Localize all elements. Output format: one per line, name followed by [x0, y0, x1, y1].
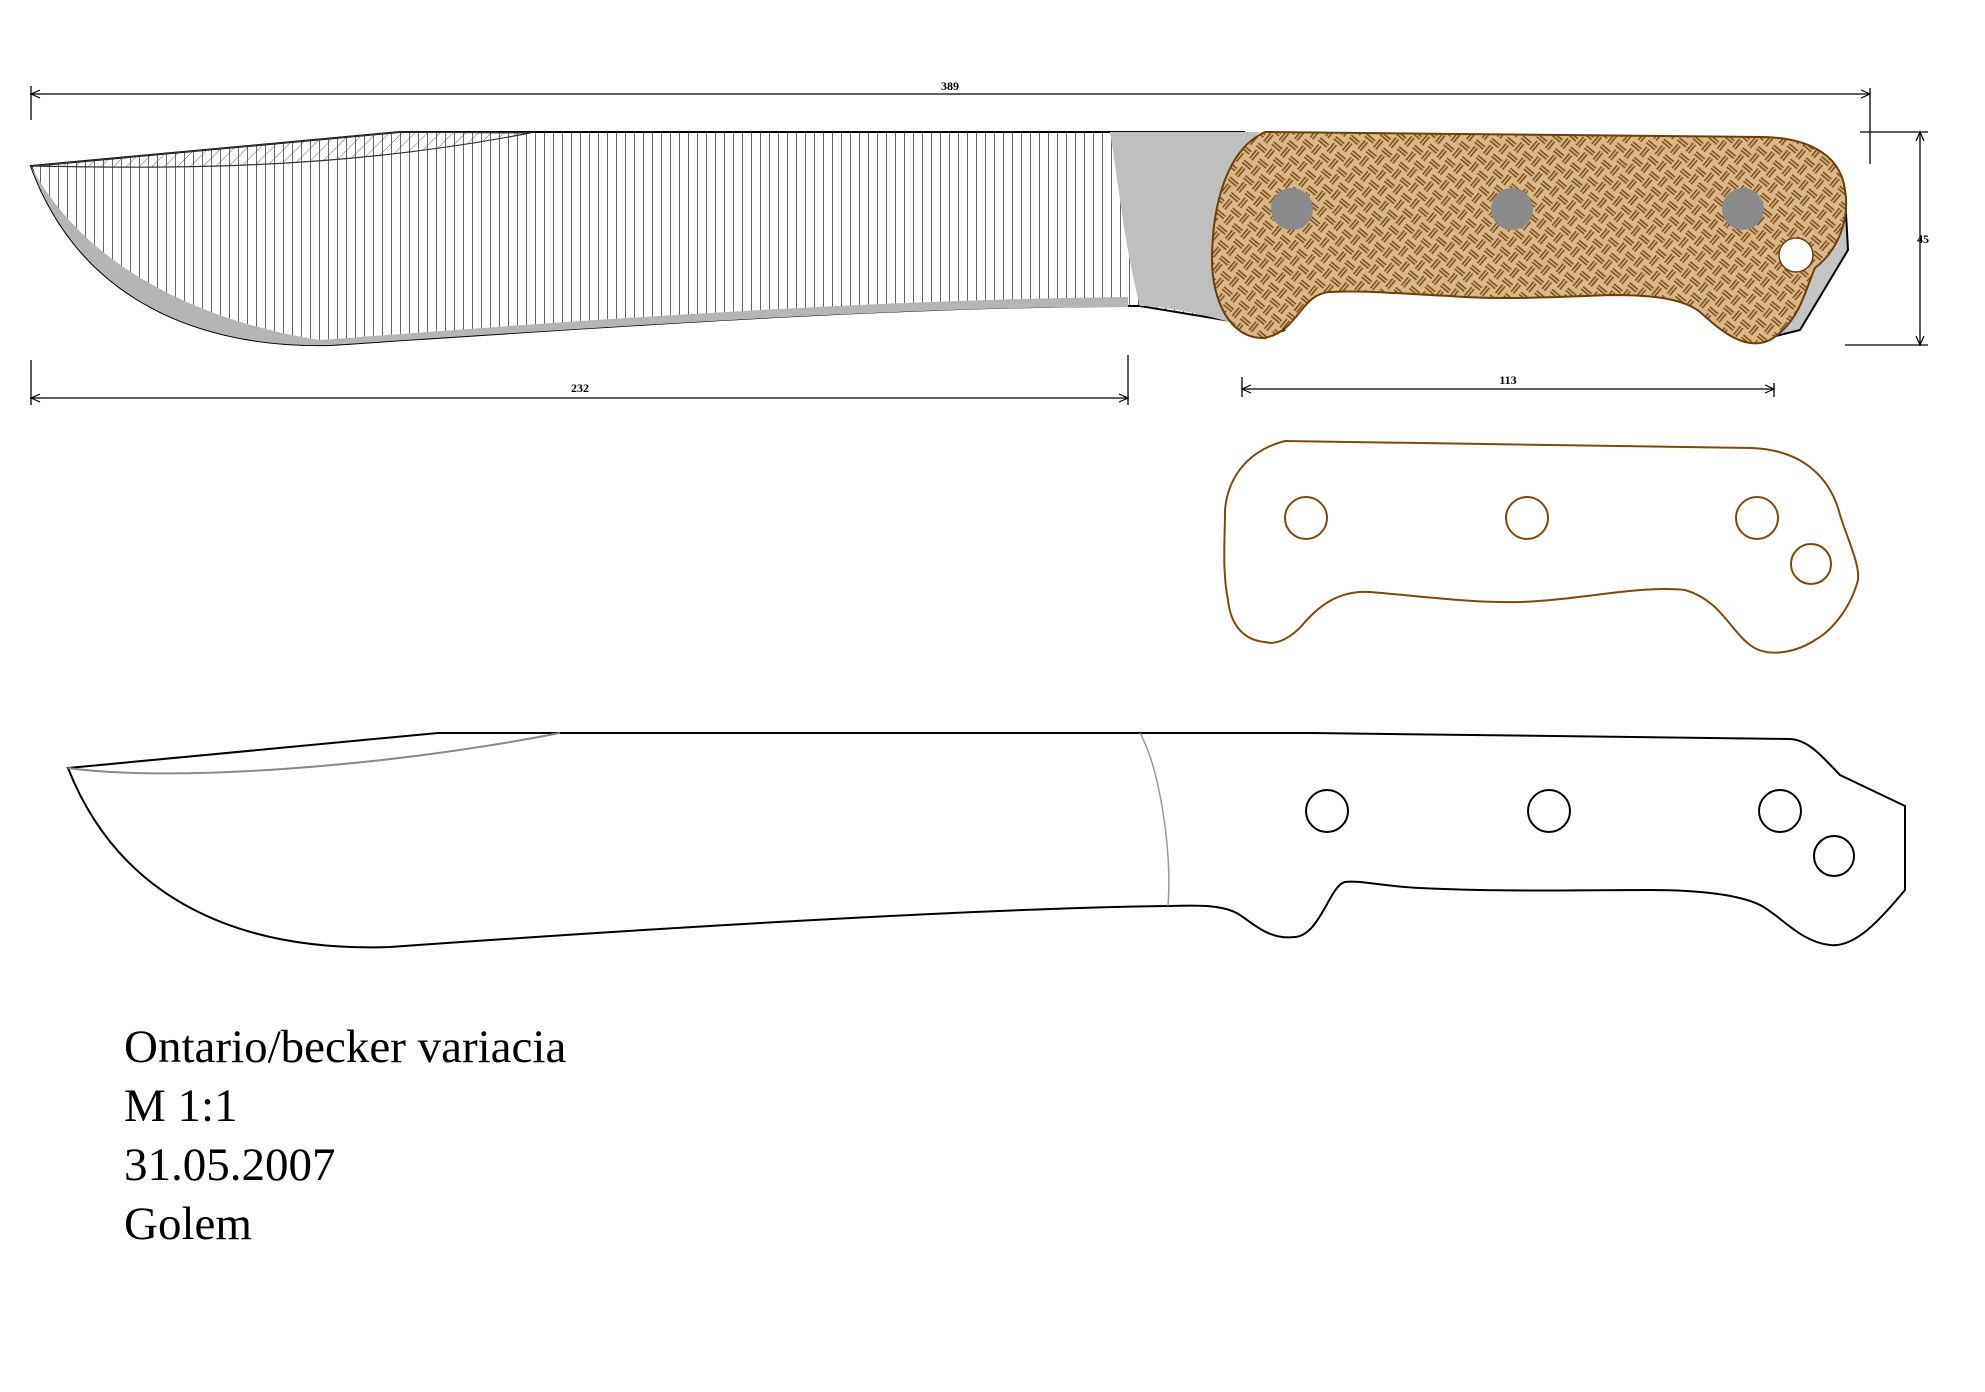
- scale-lanyard-hole: [1790, 543, 1832, 585]
- height-label: 45: [1917, 232, 1929, 246]
- pin-middle: [1491, 188, 1533, 230]
- blank-ricasso-line: [1139, 732, 1170, 907]
- dimension-overall-length: 389: [29, 79, 1872, 164]
- caption-scale: M 1:1: [124, 1080, 238, 1132]
- knife-blank-template: [66, 732, 1906, 949]
- pin-rear: [1722, 188, 1764, 230]
- blank-hole-rear: [1758, 789, 1802, 833]
- blank-clip-line: [67, 732, 561, 775]
- scale-hole-rear: [1735, 496, 1779, 540]
- overall-length-label: 389: [941, 79, 959, 93]
- blank-hole-middle: [1527, 789, 1571, 833]
- dimension-blade-length: 232: [29, 355, 1130, 405]
- caption-author: Golem: [124, 1198, 252, 1250]
- caption-block: Ontario/becker variacia M 1:1 31.05.2007…: [124, 1018, 566, 1254]
- handle-scale-outline: [1223, 439, 1860, 654]
- blade-length-label: 232: [571, 381, 589, 395]
- clip-bevel: [30, 131, 531, 168]
- assembled-handle-scale: [1210, 130, 1848, 345]
- pin-front: [1271, 188, 1313, 230]
- blank-hole-front: [1305, 789, 1349, 833]
- ricasso: [1110, 132, 1270, 335]
- dimension-scale-length: 113: [1240, 373, 1776, 397]
- scale-hole-front: [1284, 496, 1328, 540]
- caption-title: Ontario/becker variacia: [124, 1021, 567, 1073]
- blank-outline: [66, 732, 1906, 949]
- dimension-height: 45: [1845, 130, 1929, 347]
- knife-assembled-view: [29, 130, 1850, 347]
- handle-scale-template: [1223, 439, 1860, 654]
- blank-lanyard-hole: [1813, 835, 1855, 877]
- caption-date: 31.05.2007: [124, 1139, 336, 1191]
- lanyard-hole: [1778, 237, 1814, 273]
- scale-hole-middle: [1505, 496, 1549, 540]
- scale-length-label: 113: [1499, 373, 1516, 387]
